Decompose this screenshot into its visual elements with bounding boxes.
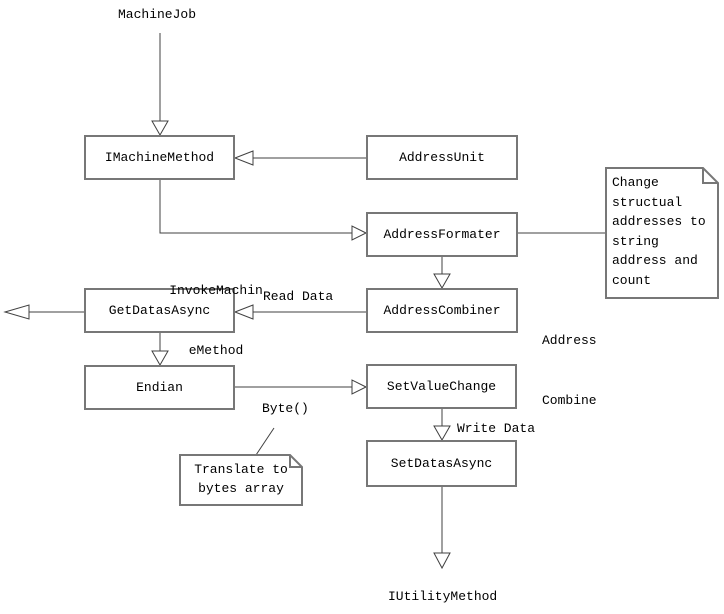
connector-note-byte [255,427,275,456]
arrowhead-down-endian [151,350,169,367]
node-imachinemethod[interactable]: IMachineMethod [84,135,235,180]
node-label: Endian [136,380,183,395]
arrowhead-down-iutilitymethod [433,552,451,570]
note-change-fold-icon [702,168,718,184]
node-addressunit[interactable]: AddressUnit [366,135,518,180]
node-label: SetValueChange [386,379,497,394]
note-line: Translate to [194,462,288,477]
edge-label-readdata: Read Data [263,289,334,304]
edge-label-byte: Byte() [262,401,309,416]
arrowhead-left-edge [3,304,30,320]
arrowhead-down-setdatasasync [433,425,451,442]
node-addressformater[interactable]: AddressFormater [366,212,518,257]
note-translate-fold-icon [289,455,302,468]
node-label: GetDatasAsync [108,303,211,318]
node-setvaluechange[interactable]: SetValueChange [366,364,517,409]
node-label: AddressCombiner [383,303,501,318]
note-change-text: Change structual addresses to string add… [612,173,716,290]
endpoint-iutilitymethod: IUtilityMethod [388,589,498,604]
note-line: structual [612,194,683,210]
edge-label-addresscombine: Address Combine [542,291,597,451]
node-getdatasasync[interactable]: GetDatasAsync [84,288,235,333]
arrowhead-left-imachinemethod [233,150,254,166]
node-endian[interactable]: Endian [84,365,235,410]
edge-label-line: InvokeMachin [169,283,263,298]
endpoint-machinejob: MachineJob [118,7,197,22]
arrowhead-down-imachinemethod [151,120,169,137]
edge-label-line: Address [542,333,597,348]
note-translate-shape[interactable] [179,454,303,506]
edge-label-writedata: Write Data [457,421,536,436]
node-setdatasasync[interactable]: SetDatasAsync [366,440,517,487]
arrowhead-down-addresscombiner [433,273,451,290]
note-line: address and [612,253,698,268]
arrowhead-left-getdatasasync [233,304,254,320]
note-line: string [612,233,659,249]
arrowhead-right-addressformater [351,225,368,241]
arrowhead-right-setvaluechange [351,379,368,395]
note-line: count [612,272,652,288]
node-label: AddressUnit [399,150,485,165]
edge-label-line: eMethod [188,343,244,358]
note-line: addresses to [612,214,706,229]
node-addresscombiner[interactable]: AddressCombiner [366,288,518,333]
note-line: Change [612,175,659,190]
node-label: SetDatasAsync [390,456,493,471]
edge-label-invokemachinemethod: InvokeMachin eMethod [155,241,277,401]
note-line: bytes array [198,481,284,496]
note-change-shape[interactable] [605,167,719,299]
connector-imachinemethod-addressformater [159,180,352,234]
edge-label-line: Combine [542,393,597,408]
note-translate-text: Translate to bytes array [182,460,300,498]
node-label: IMachineMethod [104,150,215,165]
node-label: AddressFormater [383,227,501,242]
